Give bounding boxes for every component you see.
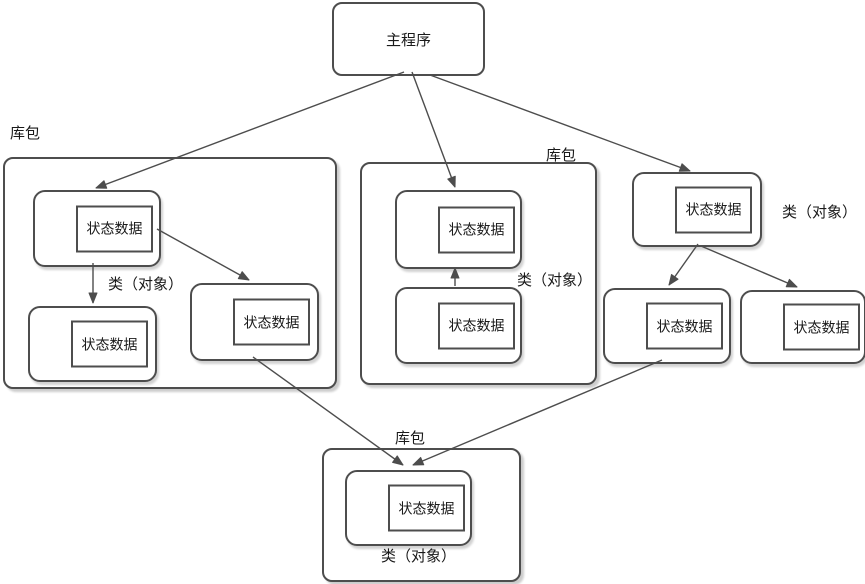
class-object-label-right: 类（对象） — [782, 204, 858, 221]
main-program-label: 主程序 — [385, 31, 431, 49]
state-data-middle-top: 状态数据 — [438, 206, 515, 253]
class-object-label-bottom: 类（对象） — [381, 548, 457, 565]
class-left-right: 状态数据 — [190, 283, 319, 361]
state-data-right-bottom-right: 状态数据 — [783, 303, 860, 351]
state-data-right-bottom-left: 状态数据 — [646, 302, 723, 350]
class-right-bottom-left: 状态数据 — [603, 288, 731, 364]
class-right-top: 状态数据 — [632, 172, 762, 247]
state-data-left-top: 状态数据 — [76, 205, 153, 252]
class-right-bottom-right: 状态数据 — [740, 290, 865, 364]
state-data-right-top: 状态数据 — [675, 186, 752, 233]
state-data-middle-bottom: 状态数据 — [438, 302, 515, 349]
package-left-label: 库包 — [10, 125, 41, 142]
class-middle-top: 状态数据 — [395, 190, 522, 269]
state-data-bottom-main: 状态数据 — [388, 484, 465, 532]
state-data-left-bottom: 状态数据 — [71, 320, 148, 368]
arrow-righttop-to-rightbottomleft — [668, 243, 699, 286]
class-object-label-left: 类（对象） — [108, 276, 184, 293]
class-left-bottom: 状态数据 — [28, 306, 157, 382]
class-left-top: 状态数据 — [33, 190, 161, 267]
class-object-label-middle: 类（对象） — [517, 272, 593, 289]
package-bottom-label: 库包 — [395, 430, 426, 447]
state-data-left-right: 状态数据 — [233, 298, 310, 346]
arrow-righttop-to-rightbottomright — [700, 245, 798, 288]
class-middle-bottom: 状态数据 — [395, 287, 522, 364]
package-middle-label: 库包 — [546, 147, 577, 164]
node-main-program: 主程序 — [332, 2, 485, 76]
class-bottom-main: 状态数据 — [345, 470, 472, 546]
